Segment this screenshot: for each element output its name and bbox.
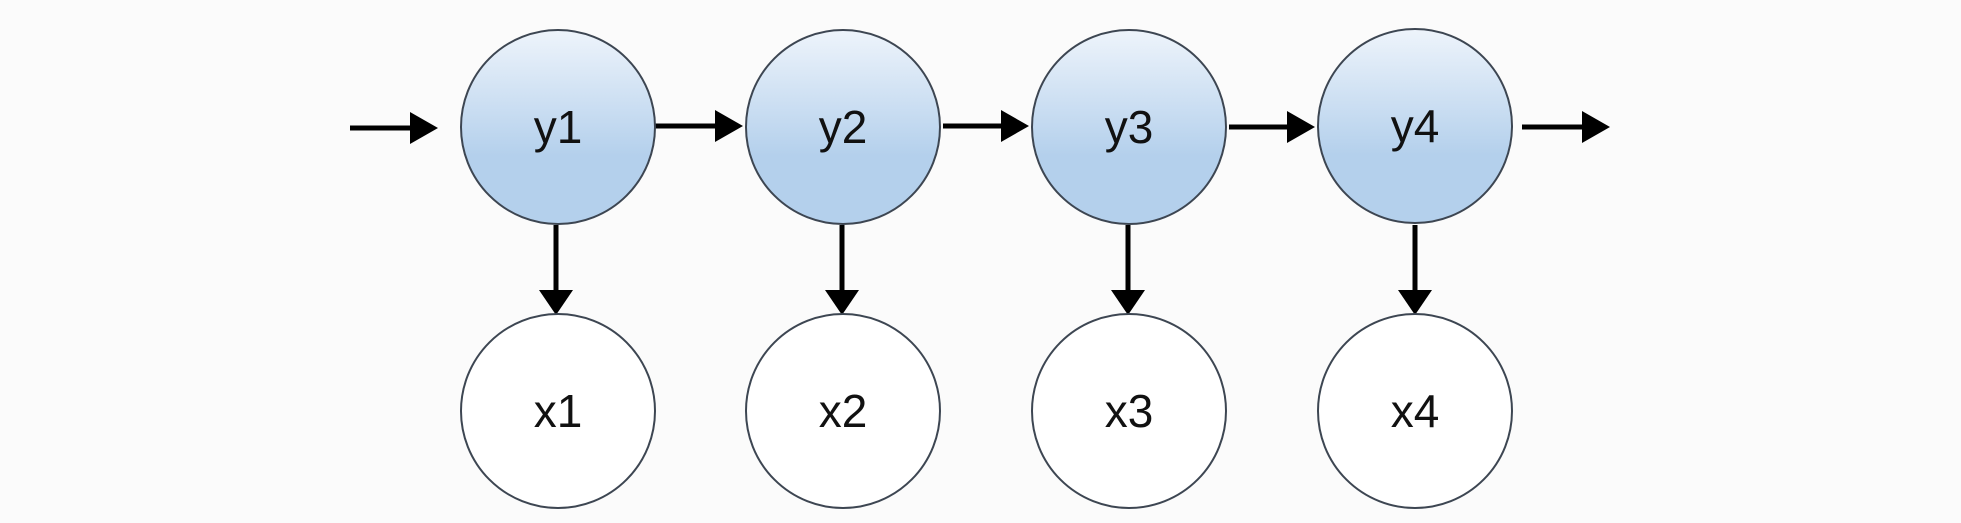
arrow-y3-x3 [1111,225,1145,315]
observed-node-x4: x4 [1317,313,1513,509]
observed-node-x1: x1 [460,313,656,509]
hidden-node-y3: y3 [1031,29,1227,225]
arrow-y4-end [1522,111,1610,143]
node-label-y3: y3 [1105,101,1154,153]
observed-node-x2: x2 [745,313,941,509]
arrow-y1-x1 [539,225,573,315]
arrow-y2-x2 [825,225,859,315]
node-label-x1: x1 [534,385,583,437]
hidden-node-y4: y4 [1317,28,1513,224]
emission-arrows [539,225,1432,315]
arrow-y1-y2 [655,110,743,142]
node-label-y2: y2 [819,101,868,153]
node-label-y1: y1 [534,101,583,153]
transition-arrows [350,110,1610,144]
arrow-y2-y3 [943,110,1029,142]
arrow-y3-y4 [1229,111,1315,143]
arrow-y4-x4 [1398,225,1432,315]
observed-node-x3: x3 [1031,313,1227,509]
node-label-x3: x3 [1105,385,1154,437]
node-label-x2: x2 [819,385,868,437]
node-label-x4: x4 [1391,385,1440,437]
arrow-start-y1 [350,112,438,144]
hidden-nodes: y1 y2 y3 y4 [460,28,1513,225]
node-label-y4: y4 [1391,100,1440,152]
hidden-node-y2: y2 [745,29,941,225]
hidden-node-y1: y1 [460,29,656,225]
observed-nodes: x1 x2 x3 x4 [460,313,1513,509]
